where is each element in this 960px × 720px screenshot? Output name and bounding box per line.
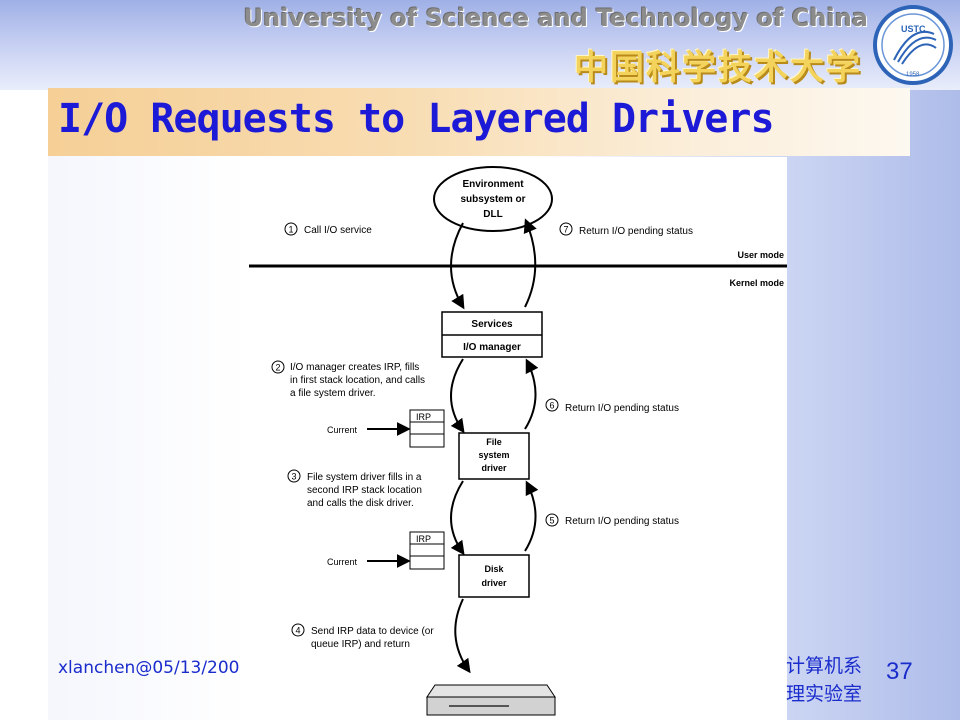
io-manager-label: I/O manager xyxy=(463,342,521,353)
step-2: 2 I/O manager creates IRP, fills in firs… xyxy=(271,360,425,399)
step-2-line-1: I/O manager creates IRP, fills xyxy=(290,362,419,373)
arrow-return-5 xyxy=(524,480,539,552)
step-2-number: 2 xyxy=(275,363,280,373)
university-name-english: University of Science and Technology of … xyxy=(243,4,868,32)
step-4: 4 Send IRP data to device (or queue IRP)… xyxy=(291,623,434,650)
user-mode-label: User mode xyxy=(737,250,784,260)
disk-driver-line-1: Disk xyxy=(484,564,504,574)
step-3-number: 3 xyxy=(291,472,296,482)
arrow-return-6 xyxy=(524,358,539,430)
fs-driver-line-3: driver xyxy=(481,463,507,473)
step-5-text: Return I/O pending status xyxy=(565,516,679,527)
step-3-line-1: File system driver fills in a xyxy=(307,472,422,483)
environment-subsystem-node xyxy=(433,166,553,232)
title-bar xyxy=(48,88,910,156)
fs-driver-line-2: system xyxy=(478,450,509,460)
irp-label-1: IRP xyxy=(416,412,431,422)
step-3-line-3: and calls the disk driver. xyxy=(307,498,414,509)
env-line-2: subsystem or xyxy=(460,194,525,205)
step-2-line-2: in first stack location, and calls xyxy=(290,375,425,386)
current-label-1: Current xyxy=(327,425,358,435)
current-label-2: Current xyxy=(327,557,358,567)
logo-text: USTC xyxy=(901,24,926,34)
fs-driver-line-1: File xyxy=(486,437,502,447)
file-system-driver-box xyxy=(458,432,530,480)
left-decoration xyxy=(48,156,248,720)
irp-label-2: IRP xyxy=(416,534,431,544)
disk-driver-box xyxy=(458,554,530,598)
arrow-call-disk-driver xyxy=(450,480,465,556)
ustc-logo: USTC 1958 xyxy=(873,5,953,85)
step-5: 5 Return I/O pending status xyxy=(545,513,679,527)
step-5-number: 5 xyxy=(549,516,554,526)
arrow-call-io-service xyxy=(450,222,465,310)
footer-department: 计算机系 理实验室 xyxy=(786,652,862,708)
logo-year: 1958 xyxy=(906,72,920,78)
disk-driver-line-2: driver xyxy=(481,578,507,588)
step-6-number: 6 xyxy=(549,401,554,411)
step-3-line-2: second IRP stack location xyxy=(307,485,422,496)
step-6-text: Return I/O pending status xyxy=(565,403,679,414)
step-4-line-1: Send IRP data to device (or xyxy=(311,626,434,637)
arrow-call-fs-driver xyxy=(450,358,465,434)
services-label: Services xyxy=(471,319,513,330)
step-2-line-3: a file system driver. xyxy=(290,388,376,399)
step-1-text: Call I/O service xyxy=(304,225,372,236)
step-7-text: Return I/O pending status xyxy=(579,226,693,237)
page-number: 37 xyxy=(886,658,913,685)
university-name-chinese: 中国科学技术大学 xyxy=(574,48,862,88)
step-4-line-2: queue IRP) and return xyxy=(311,639,410,650)
step-6: 6 Return I/O pending status xyxy=(545,398,679,414)
kernel-mode-label: Kernel mode xyxy=(729,278,784,288)
header-band xyxy=(0,0,960,90)
disk-device-icon xyxy=(426,684,556,716)
env-line-1: Environment xyxy=(462,179,524,190)
step-7-number: 7 xyxy=(563,225,568,235)
slide-title: I/O Requests to Layered Drivers xyxy=(58,96,775,142)
irp-stack-2: IRP xyxy=(409,531,445,570)
env-line-3: DLL xyxy=(483,209,502,220)
arrow-send-to-device xyxy=(454,598,471,674)
footer-department-line-2: 理实验室 xyxy=(786,683,863,705)
footer-department-line-1: 计算机系 xyxy=(786,655,863,677)
step-4-number: 4 xyxy=(295,626,300,636)
step-1: 1 Call I/O service xyxy=(284,222,372,236)
footer-author-date: xlanchen@05/13/200 xyxy=(58,658,240,678)
step-3: 3 File system driver fills in a second I… xyxy=(287,469,422,509)
layered-driver-diagram: Environment subsystem or DLL User mode K… xyxy=(249,157,787,720)
irp-stack-1: IRP xyxy=(409,409,445,448)
arrow-return-7 xyxy=(523,218,537,308)
step-1-number: 1 xyxy=(288,225,293,235)
step-7: 7 Return I/O pending status xyxy=(559,222,693,237)
